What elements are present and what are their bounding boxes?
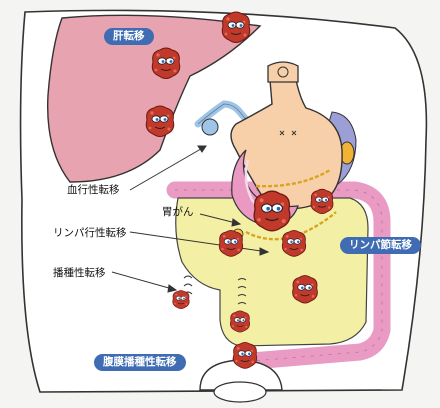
label-peritoneal-dissemination: 腹膜播種性転移 [94, 354, 186, 371]
label-lymph-node-metastasis: リンパ節転移 [340, 237, 421, 254]
tumor-primary [254, 191, 290, 231]
tumor-node-3 [282, 230, 305, 256]
tumor-seed-1 [173, 290, 190, 308]
label-hematogenous-metastasis: 血行性転移 [67, 182, 120, 197]
tumor-node-4 [293, 276, 318, 303]
label-gastric-cancer: 胃がん [162, 204, 194, 219]
tumor-node-2 [219, 230, 242, 256]
tumor-liver-3 [146, 106, 174, 137]
label-liver-metastasis: 肝転移 [104, 28, 154, 45]
tumor-seed-2 [230, 311, 249, 332]
tumor-liver-2 [152, 48, 180, 79]
tumor-liver-1 [222, 12, 250, 43]
tumor-node-1 [311, 189, 333, 213]
tumor-peritoneal [233, 342, 256, 368]
label-lymphatic-metastasis: リンパ行性転移 [53, 225, 127, 240]
label-seeding-metastasis: 播種性転移 [53, 265, 106, 280]
